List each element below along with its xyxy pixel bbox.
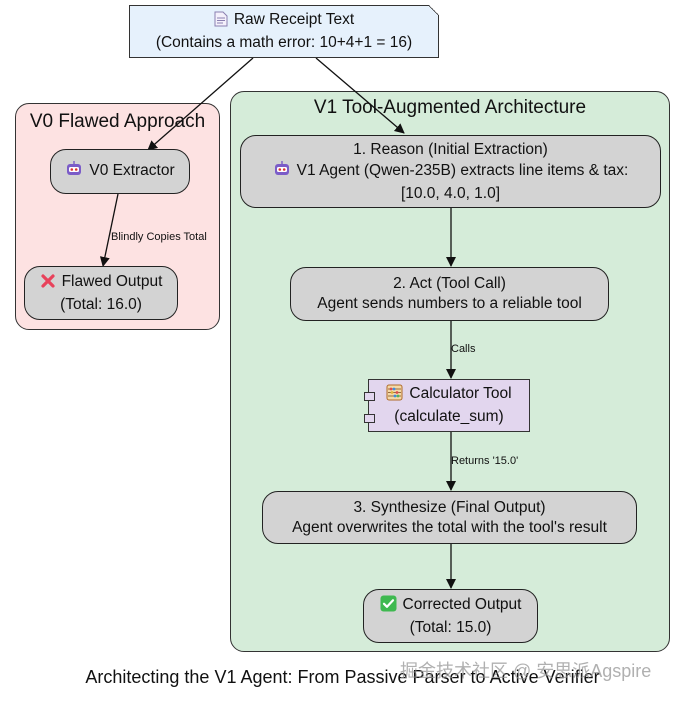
calculator-title-row: Calculator Tool: [386, 384, 512, 407]
corrected-output-row: Corrected Output: [380, 595, 522, 618]
watermark: 掘金技术社区 @ 安思派Agspire: [400, 661, 652, 681]
flawed-output-title: Flawed Output: [61, 272, 163, 290]
raw-receipt-node: Raw Receipt Text (Contains a math error:…: [129, 5, 439, 58]
reason-description: V1 Agent (Qwen-235B) extracts line items…: [296, 161, 629, 179]
component-tab-bottom: [364, 414, 375, 423]
act-node: 2. Act (Tool Call) Agent sends numbers t…: [290, 267, 609, 321]
synthesize-title: 3. Synthesize (Final Output): [353, 498, 546, 516]
v0-extractor-node: V0 Extractor: [50, 149, 190, 194]
calculator-title: Calculator Tool: [409, 385, 512, 402]
flawed-output-node: Flawed Output (Total: 16.0): [24, 266, 178, 320]
diagram-caption: Architecting the V1 Agent: From Passive …: [85, 667, 600, 687]
red-x-icon: [40, 273, 56, 295]
robot-icon: [273, 160, 291, 184]
reason-title: 1. Reason (Initial Extraction): [353, 140, 548, 158]
act-title: 2. Act (Tool Call): [393, 275, 506, 292]
corrected-output-node: Corrected Output (Total: 15.0): [363, 589, 538, 643]
v0-extractor-label: V0 Extractor: [89, 161, 175, 179]
v0-cluster-title: V0 Flawed Approach: [29, 111, 206, 132]
synthesize-node: 3. Synthesize (Final Output) Agent overw…: [262, 491, 637, 544]
reason-values: [10.0, 4.0, 1.0]: [400, 184, 501, 202]
reason-node: 1. Reason (Initial Extraction) V1 Agent …: [240, 135, 661, 208]
note-fold: [429, 5, 439, 15]
synthesize-description: Agent overwrites the total with the tool…: [292, 518, 607, 536]
corrected-output-title: Corrected Output: [402, 595, 522, 613]
v1-cluster-title: V1 Tool-Augmented Architecture: [313, 97, 587, 118]
edge-label-calls: Calls: [451, 343, 476, 355]
raw-receipt-subtitle: (Contains a math error: 10+4+1 = 16): [155, 34, 413, 51]
robot-icon: [65, 160, 83, 184]
reason-row: V1 Agent (Qwen-235B) extracts line items…: [273, 160, 629, 184]
edge-label-returns: Returns '15.0': [451, 455, 519, 467]
v0-extractor-row: V0 Extractor: [65, 160, 175, 184]
act-description: Agent sends numbers to a reliable tool: [317, 295, 582, 312]
flawed-output-row: Flawed Output: [40, 272, 163, 295]
abacus-icon: [386, 384, 403, 407]
raw-receipt-title: Raw Receipt Text: [233, 11, 355, 28]
component-tab-top: [364, 392, 375, 401]
document-icon: [214, 11, 228, 33]
calculator-function: (calculate_sum): [394, 408, 504, 425]
raw-receipt-title-row: Raw Receipt Text: [214, 10, 354, 33]
flawed-output-total: (Total: 16.0): [60, 295, 142, 313]
green-check-icon: [380, 595, 397, 618]
edge-label-copies: Blindly Copies Total: [111, 231, 207, 243]
corrected-output-total: (Total: 15.0): [409, 618, 492, 636]
calculator-tool-node: Calculator Tool (calculate_sum): [364, 379, 530, 432]
